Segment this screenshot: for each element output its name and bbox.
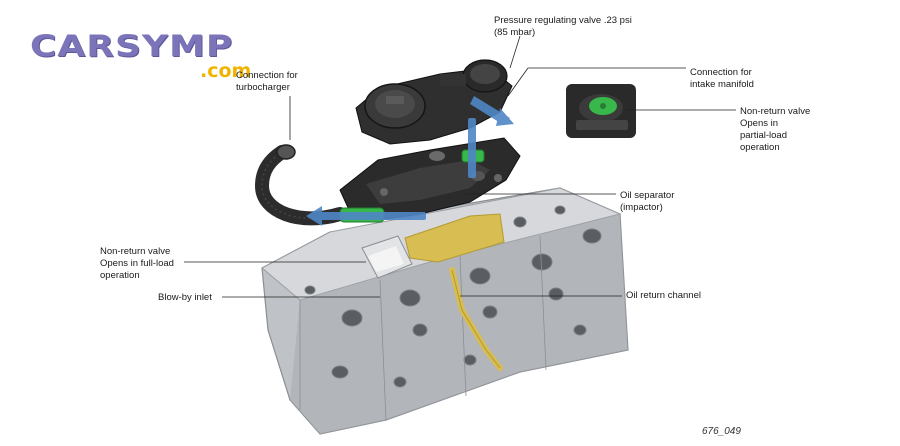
label-blowby: Blow-by inlet bbox=[158, 292, 212, 303]
label-oil-separator: Oil separator (impactor) bbox=[620, 190, 675, 213]
inset-valve-detail bbox=[566, 84, 636, 138]
figure-number: 676_049 bbox=[702, 426, 741, 437]
label-nonreturn-full: Non-return valve Opens in full-load oper… bbox=[100, 246, 174, 281]
label-nonreturn-partial: Non-return valve Opens in partial-load o… bbox=[740, 106, 811, 153]
leader-lines bbox=[184, 35, 736, 298]
flow-arrows bbox=[306, 96, 514, 226]
oil-return-channel bbox=[404, 213, 505, 371]
turbocharger-hose bbox=[254, 144, 347, 226]
label-pressure-valve: Pressure regulating valve .23 psi (85 mb… bbox=[494, 15, 632, 38]
label-oil-return: Oil return channel bbox=[626, 290, 701, 301]
logo-sub-text: .com bbox=[200, 60, 252, 82]
label-turbocharger: Connection for turbocharger bbox=[236, 70, 298, 93]
pressure-valve-cover bbox=[355, 59, 513, 145]
label-intake-manifold: Connection for intake manifold bbox=[690, 67, 754, 90]
blowby-inlet-shape bbox=[361, 235, 413, 279]
logo-text: CARSYMP bbox=[30, 30, 234, 64]
